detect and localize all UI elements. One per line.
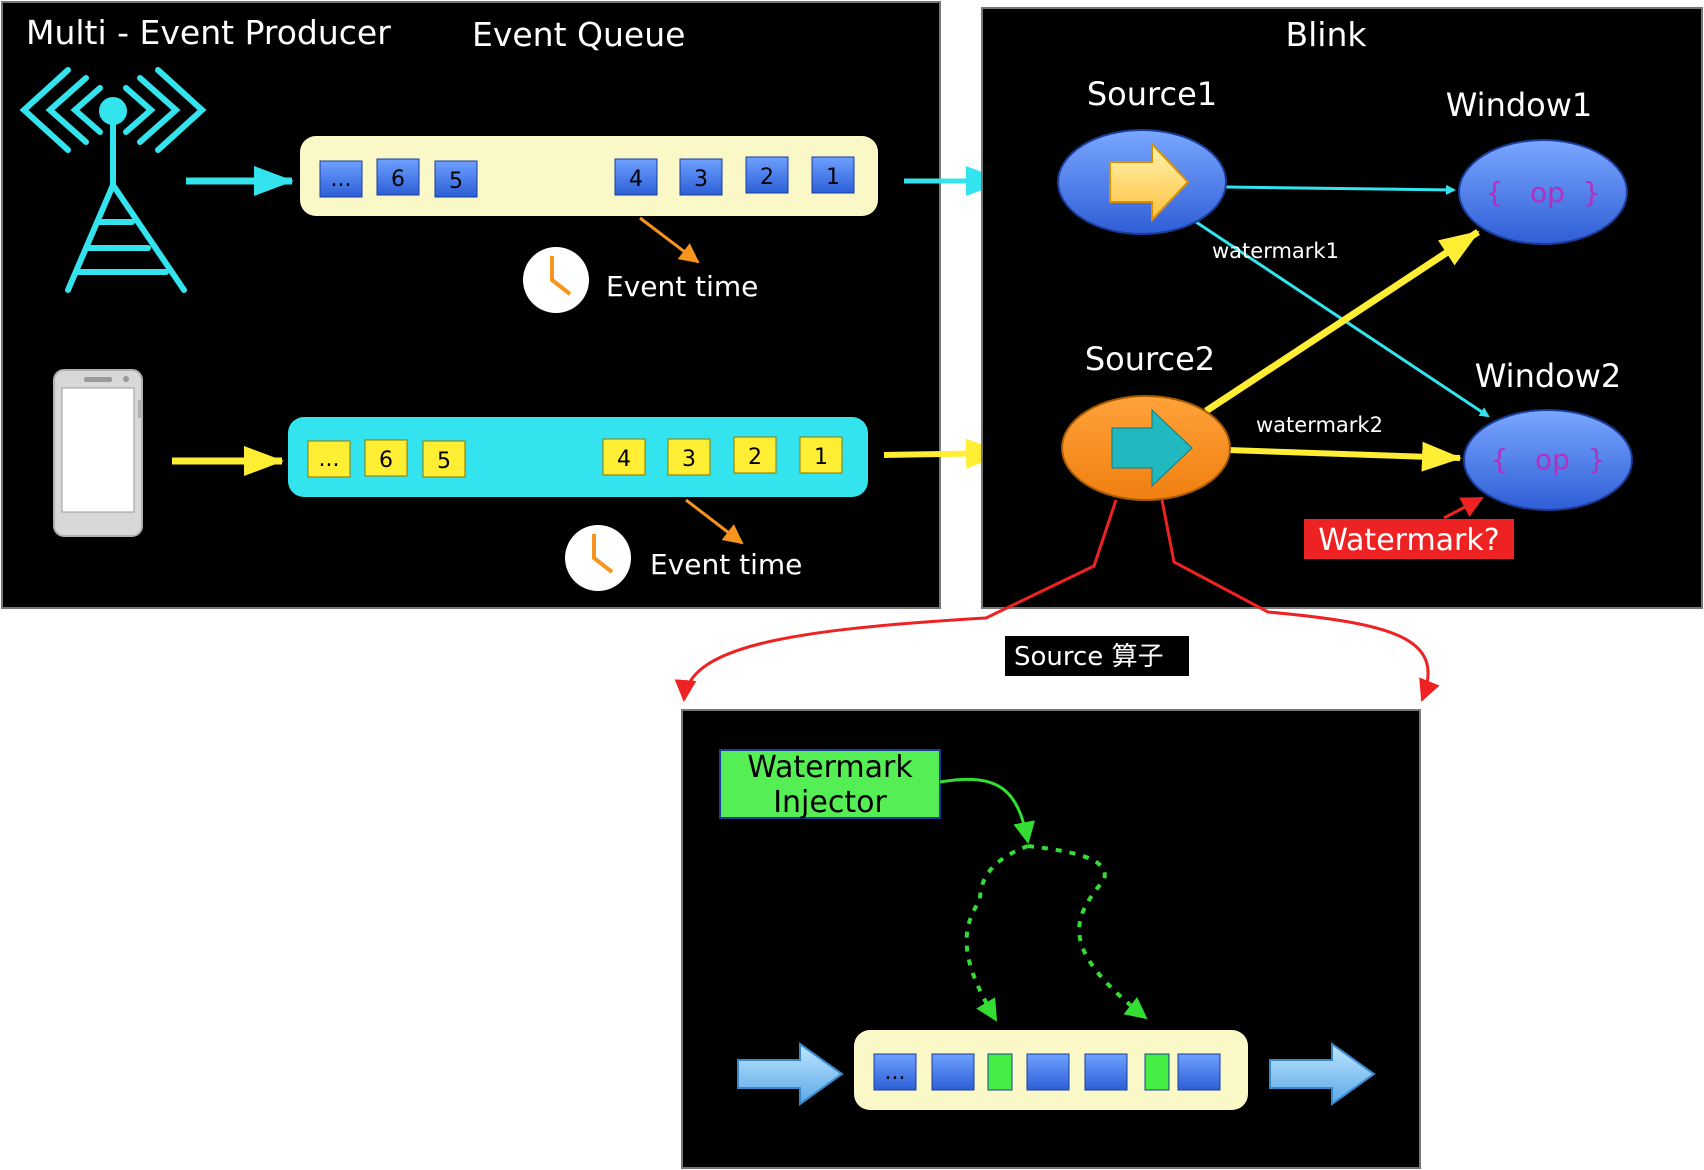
queue1-item: 5	[434, 160, 478, 198]
stream-out-arrow	[1269, 1042, 1376, 1106]
window2-op: { op }	[1490, 443, 1605, 476]
source2-to-window2-watermark2-line	[1227, 441, 1462, 472]
clock-icon	[565, 525, 631, 591]
producer-panel	[1, 1, 941, 609]
svg-text:1: 1	[814, 445, 828, 470]
injector-dashed-left	[964, 844, 1029, 1022]
watermark-question-arrow	[1443, 496, 1484, 520]
window2-label: Window2	[1475, 357, 1622, 395]
blink-panel	[981, 7, 1703, 609]
queue2-item: 5	[422, 440, 466, 478]
injector-label-line1: Watermark	[747, 750, 913, 785]
queue2-item: 6	[364, 439, 408, 477]
watermark-question-box	[1304, 519, 1514, 559]
arrow-right-icon	[1111, 408, 1193, 488]
queue2-item: 3	[667, 438, 711, 476]
svg-text:1: 1	[826, 165, 840, 190]
svg-text:2: 2	[760, 165, 774, 190]
queue1-item: 2	[745, 156, 789, 194]
svg-text:3: 3	[682, 447, 696, 472]
queue2-item: 1	[799, 436, 843, 474]
injector-dashed-right	[1027, 844, 1148, 1020]
event-time-arrow-1	[639, 216, 700, 264]
event-time-label-1: Event time	[606, 270, 758, 303]
source1-node	[1057, 129, 1227, 235]
blink-title: Blink	[1285, 15, 1367, 54]
window1-label: Window1	[1446, 86, 1593, 124]
source2-node	[1061, 395, 1231, 501]
watermark-injector-box	[719, 749, 941, 819]
stream-event-item	[1177, 1053, 1221, 1091]
injector-out-curve	[939, 777, 1036, 844]
source-operator-box	[1005, 636, 1189, 676]
watermark2-label: watermark2	[1256, 413, 1383, 437]
stream-watermark-item	[987, 1053, 1013, 1091]
svg-text:5: 5	[449, 169, 463, 194]
event-queue-2: ... 6 5 4 3 2 1	[288, 417, 868, 497]
queue1-item: ...	[319, 160, 363, 198]
svg-text:2: 2	[748, 445, 762, 470]
svg-text:4: 4	[617, 447, 631, 472]
window1-node: { op }	[1458, 139, 1628, 245]
watermark1-label: watermark1	[1212, 239, 1339, 263]
event-queue-1: ... 6 5 4 3 2 1	[300, 136, 878, 216]
svg-text:...: ...	[319, 447, 340, 472]
svg-text:6: 6	[379, 448, 393, 473]
queue1-item: 6	[376, 158, 420, 196]
zoom-left-curve	[674, 499, 1118, 702]
svg-text:6: 6	[391, 167, 405, 192]
queue2-item: 4	[602, 438, 646, 476]
antenna-icon	[19, 67, 207, 293]
queue2-item: 2	[733, 436, 777, 474]
stream-event-item: ...	[873, 1053, 917, 1091]
source1-label: Source1	[1087, 75, 1217, 113]
source1-to-window1-line	[1225, 184, 1456, 195]
stream-queue: ...	[854, 1030, 1248, 1110]
svg-text:...: ...	[331, 167, 352, 192]
svg-text:...: ...	[885, 1060, 906, 1085]
window2-node: { op }	[1463, 409, 1633, 511]
phone-icon	[53, 369, 143, 537]
source2-label: Source2	[1085, 340, 1215, 378]
window1-op: { op }	[1485, 176, 1600, 209]
injector-label-line2: Injector	[773, 785, 887, 820]
source2-to-window1-line	[1204, 229, 1480, 414]
stream-in-arrow	[737, 1042, 844, 1106]
event-time-arrow-2	[685, 498, 744, 545]
stream-event-item	[1026, 1053, 1070, 1091]
stream-event-item	[931, 1053, 975, 1091]
stream-event-item	[1084, 1053, 1128, 1091]
source-operator-label: Source 算子	[1014, 642, 1164, 672]
queue2-item: ...	[307, 440, 351, 478]
event-queue-title: Event Queue	[472, 15, 685, 54]
stream-watermark-item	[1144, 1053, 1170, 1091]
queue1-item: 1	[811, 156, 855, 194]
clock-icon	[523, 247, 589, 313]
arrow-right-icon	[1109, 141, 1190, 223]
svg-text:5: 5	[437, 449, 451, 474]
producer-title: Multi - Event Producer	[26, 13, 391, 52]
queue1-item: 3	[679, 158, 723, 196]
watermark-question-label: Watermark?	[1318, 523, 1499, 558]
event-time-label-2: Event time	[650, 548, 802, 581]
svg-text:3: 3	[694, 167, 708, 192]
queue1-item: 4	[614, 158, 658, 196]
svg-text:4: 4	[629, 167, 643, 192]
zoom-right-curve	[1160, 499, 1440, 702]
